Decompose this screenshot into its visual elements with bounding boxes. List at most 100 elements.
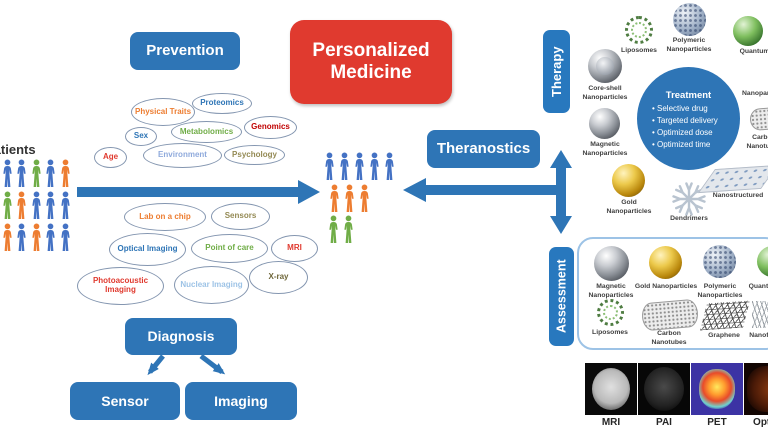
treatment-bullet: • Optimized dose <box>652 128 713 137</box>
ring-icon <box>597 299 624 326</box>
person-icon <box>328 184 341 213</box>
scan-label-optical: Optical <box>753 417 768 428</box>
oval-genomics: Genomics <box>244 116 297 139</box>
label-gold-nanoparticles: Gold Nanoparticles <box>606 199 652 215</box>
label-quantum-dots: Quantum Dots <box>739 48 768 55</box>
sphere-silver-icon <box>589 108 620 139</box>
person-icon <box>15 223 28 252</box>
theranostics-box: Theranostics <box>427 130 540 168</box>
sphere-green-icon <box>757 246 768 277</box>
therapy-section-label: Therapy <box>543 30 570 113</box>
person-icon <box>59 159 72 188</box>
graphene-icon <box>700 300 750 331</box>
sphere-gold-icon <box>649 246 682 279</box>
person-icon <box>342 215 355 244</box>
treatment-bullet: • Selective drug <box>652 104 708 113</box>
person-icon <box>1 159 14 188</box>
sensor-box: Sensor <box>70 382 180 420</box>
label-edge-carbon-nanotubes: Carbon Nanotubes <box>746 134 768 150</box>
mri-scan-image <box>585 363 637 415</box>
oval-point-of-care: Point of care <box>191 234 268 263</box>
fibers-icon <box>752 301 768 328</box>
oval-optical-imaging: Optical Imaging <box>109 233 186 266</box>
person-icon <box>59 191 72 220</box>
sphere-silver-icon <box>594 246 629 281</box>
assessment-panel-border <box>577 237 768 350</box>
personalized-medicine-title-box: Personalized Medicine <box>290 20 452 104</box>
surface-icon <box>697 164 768 194</box>
person-icon <box>1 191 14 220</box>
pet-scan-image <box>691 363 743 415</box>
treatment-bullet-list: • Selective drug• Targeted delivery• Opt… <box>637 103 740 151</box>
oval-photoacoustic-imaging: Photoacoustic Imaging <box>77 267 164 305</box>
sphere-green-icon <box>733 16 763 46</box>
label-dendrimers: Dendrimers <box>670 215 708 222</box>
person-icon <box>323 152 336 181</box>
person-icon <box>15 159 28 188</box>
imaging-box: Imaging <box>185 382 297 420</box>
person-icon <box>353 152 366 181</box>
sphere-gold-icon <box>612 164 645 197</box>
person-icon <box>343 184 356 213</box>
pai-scan-image <box>638 363 690 415</box>
title-line-2: Medicine <box>330 62 412 83</box>
label-a-magnetic-nanoparticles: Magnetic Nanoparticles <box>588 283 634 299</box>
oval-x-ray: X-ray <box>249 261 308 294</box>
patients-label: Patients <box>0 142 36 157</box>
tube-icon <box>640 298 700 332</box>
oval-mri: MRI <box>271 235 318 262</box>
oval-psychology: Psychology <box>224 145 285 165</box>
person-icon <box>327 215 340 244</box>
person-icon <box>30 159 43 188</box>
label-a-graphene: Graphene <box>708 332 740 339</box>
treatment-title: Treatment <box>665 90 712 101</box>
oval-environment: Environment <box>143 143 222 168</box>
person-icon <box>44 223 57 252</box>
label-polymeric-nanoparticles: Polymeric Nanoparticles <box>666 37 712 53</box>
scan-label-mri: MRI <box>601 417 621 428</box>
treatment-bullet: • Optimized time <box>652 140 711 149</box>
person-icon <box>30 191 43 220</box>
label-nanostructured-surfaces: Nanostructured <box>712 192 764 199</box>
person-icon <box>1 223 14 252</box>
label-a-liposomes: Liposomes <box>592 329 628 336</box>
label-core-shell-nanoparticles: Core-shell Nanoparticles <box>582 85 628 101</box>
oval-sex: Sex <box>125 127 157 146</box>
ring-icon <box>625 16 653 44</box>
oval-sensors: Sensors <box>211 203 270 230</box>
scan-label-pai: PAI <box>656 417 672 428</box>
assessment-section-label: Assessment <box>549 247 574 346</box>
sphere-core-icon <box>588 49 622 83</box>
person-icon <box>30 223 43 252</box>
person-icon <box>358 184 371 213</box>
treatment-circle: Treatment • Selective drug• Targeted del… <box>637 67 740 170</box>
prevention-box: Prevention <box>130 32 240 70</box>
person-icon <box>383 152 396 181</box>
oval-physical-traits: Physical Traits <box>131 98 195 126</box>
label-a-nanofibers: Nanofibers <box>749 332 768 339</box>
person-icon <box>368 152 381 181</box>
optical-scan-image <box>744 363 768 415</box>
dendrimer-icon <box>671 181 707 217</box>
oval-metabolomics: Metabolomics <box>171 121 242 143</box>
scan-label-pet: PET <box>707 417 727 428</box>
cluster-icon <box>703 245 736 278</box>
label-a-polymeric-nanoparticles: Polymeric Nanoparticles <box>697 283 743 299</box>
person-icon <box>44 159 57 188</box>
title-line-1: Personalized <box>312 40 430 62</box>
label-edge-nanoparticles: Nanoparticles <box>742 90 768 97</box>
cluster-icon <box>673 3 706 36</box>
person-icon <box>15 191 28 220</box>
oval-proteomics: Proteomics <box>192 93 252 114</box>
oval-lab-on-a-chip: Lab on a chip <box>124 203 206 231</box>
person-icon <box>338 152 351 181</box>
label-a-quantum-dots: Quantum Dots <box>748 283 768 290</box>
person-icon <box>59 223 72 252</box>
person-icon <box>44 191 57 220</box>
oval-age: Age <box>94 147 127 168</box>
label-magnetic-nanoparticles: Magnetic Nanoparticles <box>582 141 628 157</box>
label-a-gold-nanoparticles: Gold Nanoparticles <box>634 283 698 290</box>
oval-nuclear-imaging: Nuclear Imaging <box>174 266 249 304</box>
label-a-carbon-nanotubes: Carbon Nanotubes <box>651 330 687 346</box>
